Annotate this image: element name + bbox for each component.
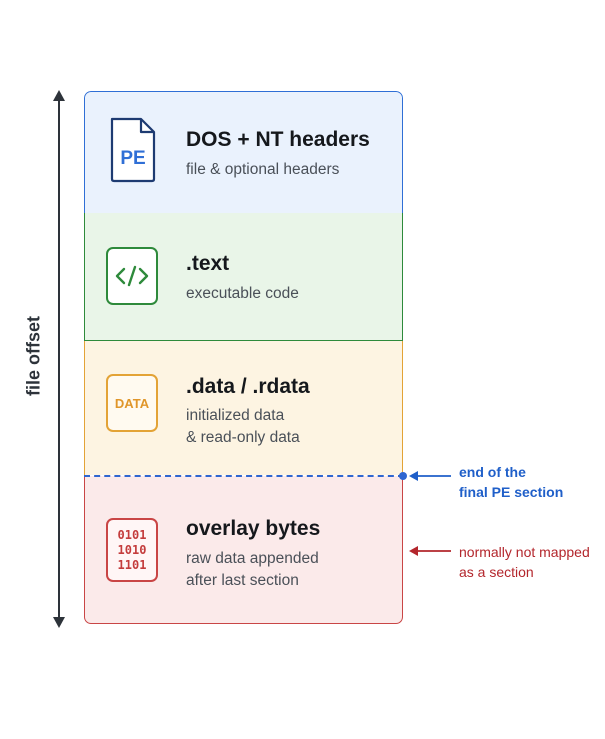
binary-icon: 0101 1010 1101 bbox=[106, 518, 158, 582]
data-icon-text: DATA bbox=[114, 395, 150, 411]
data-subtitle-line-1: initialized data bbox=[186, 407, 285, 424]
pe-file-icon: PE bbox=[110, 117, 156, 183]
overlay-note-line-1: normally not mapped bbox=[459, 544, 590, 560]
binary-line-3: 1101 bbox=[117, 557, 147, 572]
axis-label: file offset bbox=[23, 315, 44, 397]
section-end-divider bbox=[84, 475, 404, 477]
section-end-line-2: final PE section bbox=[459, 484, 564, 500]
overlay-note-line-2: as a section bbox=[459, 564, 534, 580]
section-end-marker bbox=[399, 472, 407, 480]
code-icon bbox=[106, 247, 158, 305]
pe-icon-text: PE bbox=[120, 148, 145, 169]
section-end-line-1: end of the bbox=[459, 464, 526, 480]
section-end-annotation: end of the final PE section bbox=[459, 462, 563, 502]
overlay-note-annotation: normally not mapped as a section bbox=[459, 542, 590, 582]
section-end-arrow bbox=[409, 471, 451, 481]
data-title: .data / .rdata bbox=[186, 375, 310, 398]
overlay-subtitle-line-1: raw data appended bbox=[186, 550, 319, 567]
overlay-subtitle-line-2: after last section bbox=[186, 572, 299, 589]
code-glyph bbox=[115, 265, 149, 287]
binary-line-2: 1010 bbox=[117, 542, 147, 557]
text-subtitle: executable code bbox=[186, 285, 299, 302]
overlay-note-arrow bbox=[409, 546, 451, 556]
text-title: .text bbox=[186, 252, 230, 275]
headers-subtitle: file & optional headers bbox=[186, 161, 340, 178]
data-icon: DATA bbox=[106, 374, 158, 432]
file-offset-axis-arrow bbox=[53, 90, 65, 628]
headers-title: DOS + NT headers bbox=[186, 128, 370, 151]
overlay-title: overlay bytes bbox=[186, 517, 321, 540]
binary-line-1: 0101 bbox=[117, 527, 147, 542]
data-subtitle-line-2: & read-only data bbox=[186, 429, 300, 446]
